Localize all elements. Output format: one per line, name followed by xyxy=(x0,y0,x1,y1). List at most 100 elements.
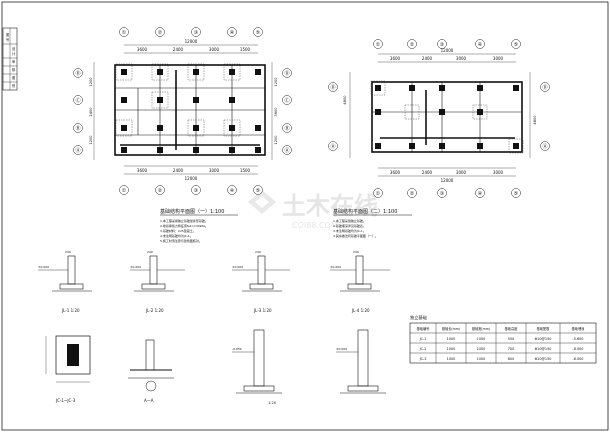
dim-text: 4800 xyxy=(533,115,537,125)
section-jl-3: ±0.000 240 JL-3 1:20 xyxy=(232,250,290,313)
elev-text: -0.050 xyxy=(232,347,242,351)
note-line: 3.基础材料：C25混凝土。 xyxy=(160,228,196,233)
dim-total: 12000 xyxy=(441,178,454,183)
axis-label: ④ xyxy=(230,188,235,194)
table-cell: JC-1 xyxy=(419,337,427,341)
watermark: 土木在线 COI88.COM xyxy=(248,190,378,230)
dim-text: 2400 xyxy=(173,168,184,173)
dim-text: 2400 xyxy=(422,56,433,61)
plan2-outline xyxy=(371,81,523,153)
table-cell: -5.600 xyxy=(573,337,584,341)
table-cell: -8.000 xyxy=(573,347,584,351)
section-label: JL-2 1:20 xyxy=(145,308,164,313)
table-cell: 1000 xyxy=(477,357,486,361)
dim-text: 1500 xyxy=(240,47,251,52)
axis-label: ③ xyxy=(440,191,444,197)
table-header: 基础长(mm) xyxy=(442,326,460,331)
axis-label: Ⓐ xyxy=(284,147,289,154)
axis-label: ⑤ xyxy=(256,30,260,36)
plan2-title: 基础结构平面图（二）1:100 xyxy=(333,208,397,215)
table-cell: 600 xyxy=(508,357,514,361)
axis-label: ④ xyxy=(230,30,235,36)
section-label: JL-1 1:20 xyxy=(61,308,80,313)
table-cell: 550 xyxy=(508,337,514,341)
axis-label: ① xyxy=(122,188,127,194)
dim-total: 12000 xyxy=(441,48,454,53)
dim-text: 240 xyxy=(255,250,261,254)
table-row: JC-1 1000 1000 550 Φ10@150 -5.600 xyxy=(419,337,584,341)
section-label: JL-4 1:20 xyxy=(351,308,370,313)
foundation-plan-1: ① ② ③ ④ ⑤ 3600 2400 3000 1500 12000 Ⓓ Ⓒ … xyxy=(73,27,292,243)
axis-label: ② xyxy=(158,30,163,36)
dim-text: 1200 xyxy=(274,135,278,145)
axis-label: Ⓑ xyxy=(75,125,80,132)
table-cell: 1000 xyxy=(447,347,456,351)
note-line: 4.未注明基础均为JC-1。 xyxy=(160,233,193,238)
table-cell: 1000 xyxy=(477,347,486,351)
table-header: 基础编号 xyxy=(417,326,430,331)
axis-label: Ⓑ xyxy=(284,125,289,132)
note-line: 2.地基承载力特征值fak=130kPa。 xyxy=(160,223,208,228)
table-cell: Φ10@150 xyxy=(535,337,552,341)
table-header: 基础埋深 xyxy=(572,326,586,331)
detail-label: A—A xyxy=(144,398,154,403)
dim-text: 4800 xyxy=(343,95,347,105)
elev-text: ±0.000 xyxy=(336,347,347,351)
axis-label: Ⓓ xyxy=(330,84,335,91)
table-header: 基础配筋 xyxy=(537,326,550,331)
axis-label: ② xyxy=(410,42,415,48)
dim-total: 12000 xyxy=(185,39,198,44)
table-row: JC-3 1000 1000 600 Φ10@150 -6.000 xyxy=(419,357,584,361)
axis-label: ① xyxy=(122,30,127,36)
elev-text: ±0.000 xyxy=(232,265,243,269)
dim-text: 240 xyxy=(65,250,71,254)
axis-label: ① xyxy=(376,42,381,48)
axis-label: Ⓐ xyxy=(330,143,335,150)
section-jl-4: ±0.000 240 JL-4 1:20 xyxy=(330,250,390,313)
dim-text: 3000 xyxy=(209,47,220,52)
axis-label: ⑤ xyxy=(514,191,518,197)
note-line: 1.本工程采用独立基础加条形基础。 xyxy=(160,218,208,223)
dim-text: 3000 xyxy=(493,56,504,61)
dim-text: 3600 xyxy=(274,107,278,117)
dim-text: 3000 xyxy=(456,170,467,175)
dim-text: 3600 xyxy=(390,170,401,175)
tb-label-4: 审 xyxy=(12,59,15,64)
tb-label-6: 图 xyxy=(12,76,15,80)
dim-text: 3600 xyxy=(137,168,148,173)
axis-label: Ⓒ xyxy=(284,97,289,104)
detail-label: JC-1~JC-3 xyxy=(55,398,76,403)
axis-label: ③ xyxy=(440,42,444,48)
note-line: 3.未注明基础均为JC-1。 xyxy=(333,228,366,233)
dim-total: 12000 xyxy=(185,176,198,181)
axis-label: ③ xyxy=(194,30,198,36)
plan1-axis-bubbles-side: Ⓓ Ⓒ Ⓑ Ⓐ Ⓓ Ⓒ Ⓑ Ⓐ xyxy=(73,68,292,155)
axis-label: Ⓓ xyxy=(284,70,289,77)
detail-label: 1:20 xyxy=(268,401,277,405)
dim-text: 3000 xyxy=(493,170,504,175)
watermark-sub: COI88.COM xyxy=(292,221,338,230)
note-line: 2.基础埋深详见基础表。 xyxy=(333,223,366,228)
axis-label: ③ xyxy=(194,188,198,194)
foundation-table: 独立基础 基础编号 基础长(mm) 基础宽(mm) 基础高度 基础配筋 基础埋深… xyxy=(409,314,597,364)
table-header: 基础宽(mm) xyxy=(472,326,490,331)
section-jl-2: ±0.000 240 JL-2 1:20 xyxy=(130,250,185,313)
note-line: 4.其余做法同基础平面图（一）。 xyxy=(333,233,378,238)
dim-text: 1500 xyxy=(240,168,251,173)
axis-label: ⑤ xyxy=(256,188,260,194)
table-title: 独立基础 xyxy=(410,314,427,321)
axis-label: Ⓐ xyxy=(542,143,547,150)
dim-text: 240 xyxy=(147,250,153,254)
table-cell: JC-3 xyxy=(419,357,427,361)
detail-wall-section-1: -0.050 1:20 xyxy=(232,329,282,405)
table-row: JC-2 1000 1000 700 Φ10@150 -8.000 xyxy=(419,347,584,351)
section-label: JL-3 1:20 xyxy=(253,308,272,313)
axis-label: Ⓓ xyxy=(542,84,547,91)
note-line: 5.施工时须注意与建筑图核对。 xyxy=(160,238,202,243)
table-cell: -6.000 xyxy=(573,357,584,361)
plan2-notes: 1.本工程采用独立基础。 2.基础埋深详见基础表。 3.未注明基础均为JC-1。… xyxy=(333,218,378,238)
dim-text: 2400 xyxy=(89,107,93,117)
